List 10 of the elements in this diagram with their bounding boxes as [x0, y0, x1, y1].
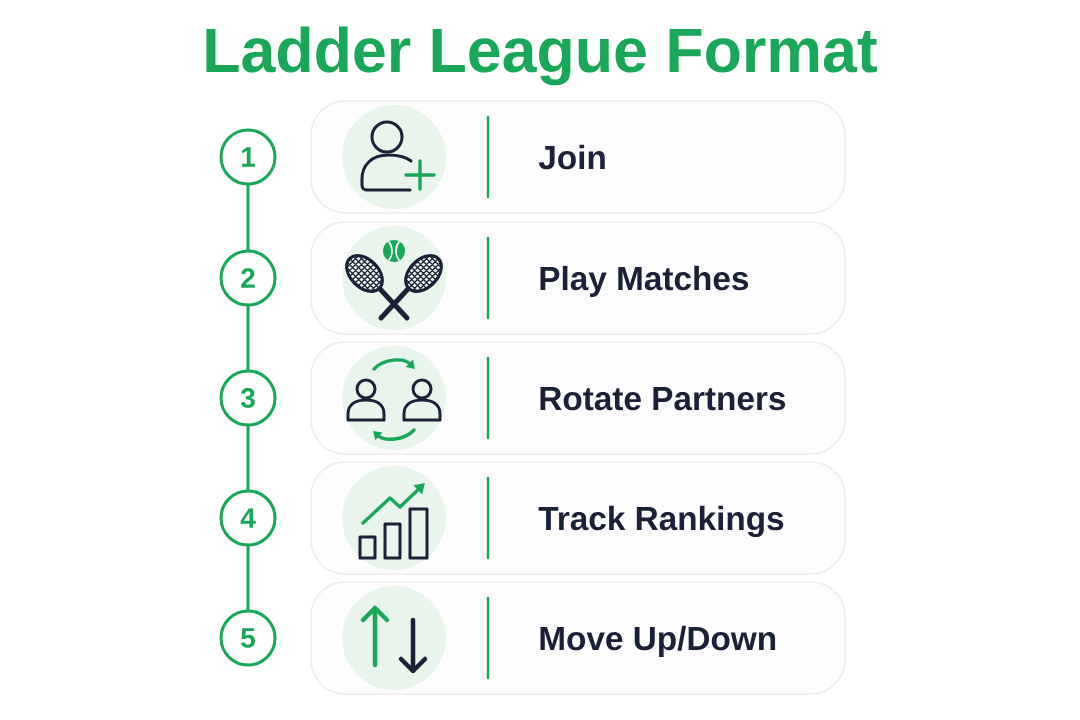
- title: Ladder League Format: [206, 26, 877, 86]
- step-number: 5: [219, 609, 277, 667]
- connector-line: [246, 305, 250, 371]
- connector-line: [246, 545, 250, 611]
- step-number: 3: [219, 369, 277, 427]
- step-number: 4: [219, 489, 277, 547]
- connector-line: [246, 184, 250, 251]
- step-number: 2: [219, 249, 277, 307]
- step-number: 1: [219, 128, 277, 186]
- connector-line: [246, 425, 250, 491]
